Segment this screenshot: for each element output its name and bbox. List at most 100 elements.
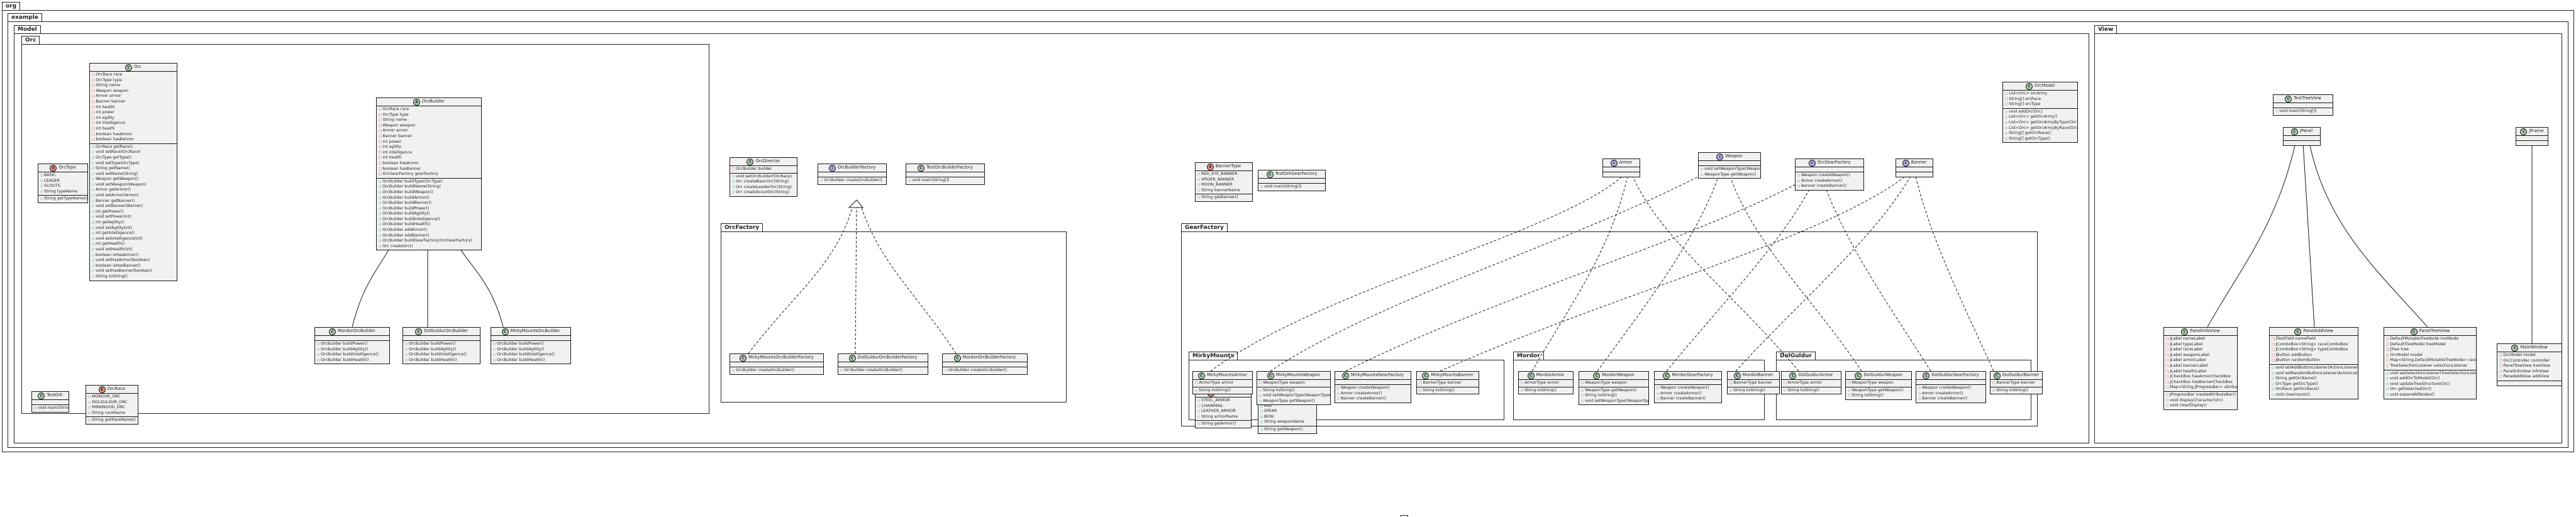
methods-section: void main(String[]) xyxy=(2273,108,2333,115)
field: OrcController controller xyxy=(2499,359,2560,364)
fields-section xyxy=(1699,161,1760,166)
field: SCOUTS xyxy=(40,184,86,189)
field: OrcGearFactory gearFactory xyxy=(379,172,479,177)
class-name: PanelAddView xyxy=(2303,328,2333,334)
method: Orc createBasicOrc(String) xyxy=(732,179,795,185)
package-tab-orc: Orc xyxy=(21,36,40,45)
methods-section: String toString() xyxy=(1728,387,1779,394)
field: OrcModel model xyxy=(2386,353,2474,359)
fields-section: MORDOR_ORCDOLGULDUR_ORCMIRKWOOD_ORCStrin… xyxy=(86,394,138,418)
method: OrcBuilder buildArmor() xyxy=(379,196,479,201)
class-name: MirkyMountsOrcBuilder xyxy=(510,328,560,334)
methods-section: String getTypeName() xyxy=(38,196,87,203)
field: String[] orcRace xyxy=(2005,97,2075,103)
method: Weapon getWeapon() xyxy=(92,177,175,182)
stereotype-interface-icon: I xyxy=(1902,159,1909,167)
method: OrcBuilder buildBanner() xyxy=(379,201,479,206)
class-mordor-gear-factory: CMordorGearFactoryWeapon createWeapon()A… xyxy=(1654,371,1722,403)
field: String[] orcType xyxy=(2005,102,2075,108)
method: void setAgility(int) xyxy=(92,226,175,231)
method: Weapon createWeapon() xyxy=(1797,173,1862,179)
class-orc-type: EOrcTypeBASICLEADERSCOUTSString typeName… xyxy=(38,164,88,203)
class-mirky-mounts-orc-builder-factory: CMirkyMountsOrcBuilderFactoryOrcBuilder … xyxy=(730,353,824,375)
package-tab-dolguldur: DolGuldur xyxy=(1776,352,1816,360)
field: OrcType type xyxy=(379,113,479,118)
method: void setArmor(Armor) xyxy=(92,193,175,199)
method: OrcBuilder buildGearFactory(OrcGearFacto… xyxy=(379,238,479,244)
method: void clearInputs() xyxy=(2272,392,2356,398)
stereotype-interface-icon: I xyxy=(1610,159,1618,167)
field: Map<String,DefaultMutableTreeNode> raceN… xyxy=(2386,358,2476,364)
field: String weaponName xyxy=(1260,420,1314,425)
methods-section: String toString() xyxy=(1990,387,2042,394)
method: OrcBuilder buildAgility() xyxy=(379,211,479,217)
method: String toString() xyxy=(92,274,175,280)
field: DefaultTreeModel treeModel xyxy=(2386,342,2474,348)
field: OrcBuilder builder xyxy=(732,167,795,172)
method: Banner createBanner() xyxy=(1918,396,1984,402)
field: ArmorType armor xyxy=(1521,381,1571,386)
method: int getPower() xyxy=(92,209,175,215)
field: DOLGULDUR_ORC xyxy=(88,400,136,406)
fields-section: STEEL_ARMORCHAINMAILLEATHER_ARMORString … xyxy=(1196,397,1251,421)
class-name: MordorWeapon xyxy=(1602,372,1635,378)
class-name: OrcRace xyxy=(107,386,126,392)
method: WeaponType getWeapon() xyxy=(1581,388,1646,394)
method: OrcBuilder buildIntelligence() xyxy=(405,352,478,358)
class-name: TestOrcBuilderFactory xyxy=(926,165,973,170)
class-orc: COrcOrcRace raceOrcType typeString nameW… xyxy=(89,63,177,281)
method: void setWeaponType(WeaponType) xyxy=(1581,399,1648,404)
method: Orc createScoutOrc(String) xyxy=(732,190,795,196)
method: String getName() xyxy=(92,166,175,172)
stereotype-class-icon: C xyxy=(329,328,336,335)
field: TreeSelectionListener selectionListener xyxy=(2386,364,2474,369)
methods-section: void setOrcBuilder(OrcRace)Orc createBas… xyxy=(730,174,797,196)
class-name: TestOrkGearFactory xyxy=(1275,171,1318,177)
method: void setRace(OrcRace) xyxy=(92,150,175,155)
fields-section xyxy=(818,172,886,177)
field: Banner banner xyxy=(379,134,479,140)
field: Map<String,JProgressBar> attributeBars xyxy=(2166,385,2237,391)
method: void main(String[]) xyxy=(2275,109,2331,114)
method: Armor createArmor() xyxy=(1337,391,1409,397)
field: LEATHER_ARMOR xyxy=(1197,409,1249,414)
method: void setPower(int) xyxy=(92,214,175,220)
class-dol-guldur-orc-builder: CDolGuldurOrcBuilderOrcBuilder buildPowe… xyxy=(402,327,480,365)
stereotype-class-icon: C xyxy=(501,328,509,335)
field: SPEAR xyxy=(1260,409,1314,414)
field: JCheckBox hasBannerCheckBox xyxy=(2166,380,2235,386)
method: int getIntelligence() xyxy=(92,231,175,236)
methods-section: String getWeapon() xyxy=(1258,426,1316,433)
class-name: MordorOrcBuilder xyxy=(338,328,375,334)
method: String getRaceName() xyxy=(88,418,136,423)
class-orc-director: COrcDirectorOrcBuilder builder void setOr… xyxy=(730,157,797,197)
methods-section: void addOrc(Orc)List<Orc> getOrcArmy()Li… xyxy=(2003,109,2077,143)
method: OrcBuilder buildPower() xyxy=(405,342,478,347)
method: OrcBuilder buildPower() xyxy=(317,342,387,347)
class-banner-type: EBannerTypeRED_EYE_BANNERSPIDER_BANNERMO… xyxy=(1195,162,1253,202)
class-mirky-mounts-weapon: CMirkyMountsWeaponWeaponType weaponStrin… xyxy=(1257,371,1331,406)
stereotype-class-icon: C xyxy=(1197,372,1205,379)
method: OrcType getType() xyxy=(92,155,175,161)
method: String toString() xyxy=(1784,388,1839,394)
methods-section: String getBanner() xyxy=(1196,194,1252,201)
method: String getTypeName() xyxy=(40,196,87,202)
fields-section xyxy=(1655,380,1721,385)
method: OrcBuilder buildWeapon() xyxy=(379,190,479,196)
field: String bannerName xyxy=(1197,188,1250,194)
